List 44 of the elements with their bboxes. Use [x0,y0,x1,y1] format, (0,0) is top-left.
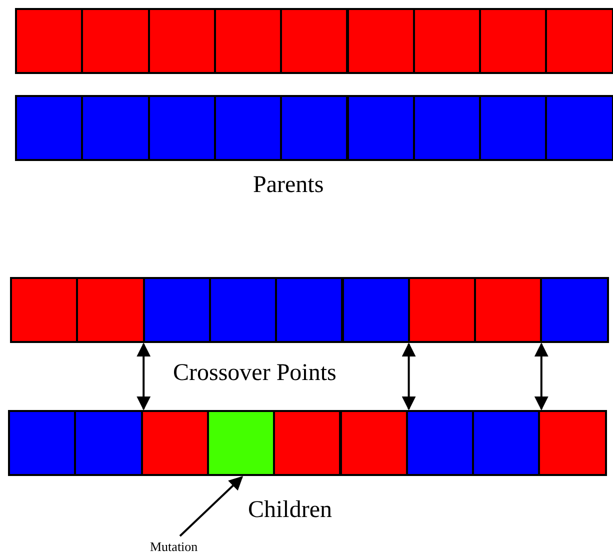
gene-cell [206,410,276,476]
gene-cell [412,95,482,161]
gene-cell [280,95,348,161]
gene-cell [142,277,211,343]
gene-cell [474,277,542,343]
gene-cell [148,8,216,74]
gene-cell [10,277,78,343]
crossover-caption: Crossover Points [173,360,336,387]
gene-cell [342,277,410,343]
gene-cell [140,410,209,476]
gene-cell [15,95,84,161]
gene-cell [148,95,216,161]
gene-cell [74,410,143,476]
gene-cell [340,410,408,476]
gene-cell [479,95,548,161]
parents-caption: Parents [253,172,324,199]
gene-cell [214,95,282,161]
arrow [179,476,244,537]
gene-cell [275,277,344,343]
children-caption: Children [248,497,332,524]
gene-cell [208,277,278,343]
gene-cell [81,8,150,74]
gene-cell [81,95,150,161]
double-arrow [402,342,416,410]
gene-cell [408,277,476,343]
gene-cell [545,8,613,74]
double-arrow [136,342,151,410]
gene-cell [472,410,540,476]
gene-cell [412,8,482,74]
gene-cell [346,95,415,161]
gene-cell [545,95,613,161]
gene-cell [214,8,282,74]
gene-cell [8,410,76,476]
gene-cell [346,8,415,74]
gene-cell [540,277,609,343]
gene-cell [15,8,84,74]
gene-cell [76,277,145,343]
gene-cell [406,410,474,476]
gene-cell [280,8,348,74]
mutation-label: Mutation [150,539,198,555]
gene-cell [538,410,607,476]
gene-cell [273,410,342,476]
gene-cell [479,8,548,74]
double-arrow [534,342,548,410]
